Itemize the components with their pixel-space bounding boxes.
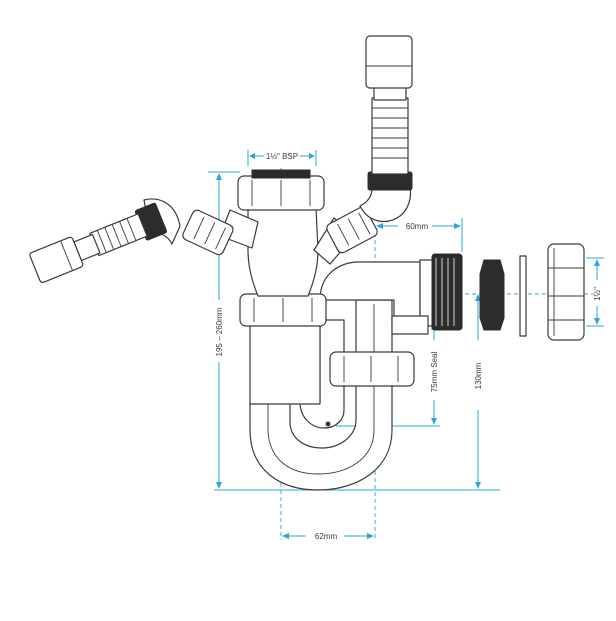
trap-body (237, 169, 463, 491)
right-spigot-branch (313, 35, 413, 265)
label-60mm: 60mm (406, 222, 429, 231)
label-1-5-inch: 1½" (593, 287, 602, 301)
label-75mm-seal: 75mm Seal (430, 352, 439, 393)
outlet-fittings (479, 243, 585, 341)
label-height-range: 195 – 260mm (215, 307, 224, 356)
left-spigot-branch (29, 198, 259, 283)
label-130mm: 130mm (474, 362, 483, 389)
label-62mm: 62mm (315, 532, 338, 541)
label-bsp: 1½" BSP (266, 152, 298, 161)
